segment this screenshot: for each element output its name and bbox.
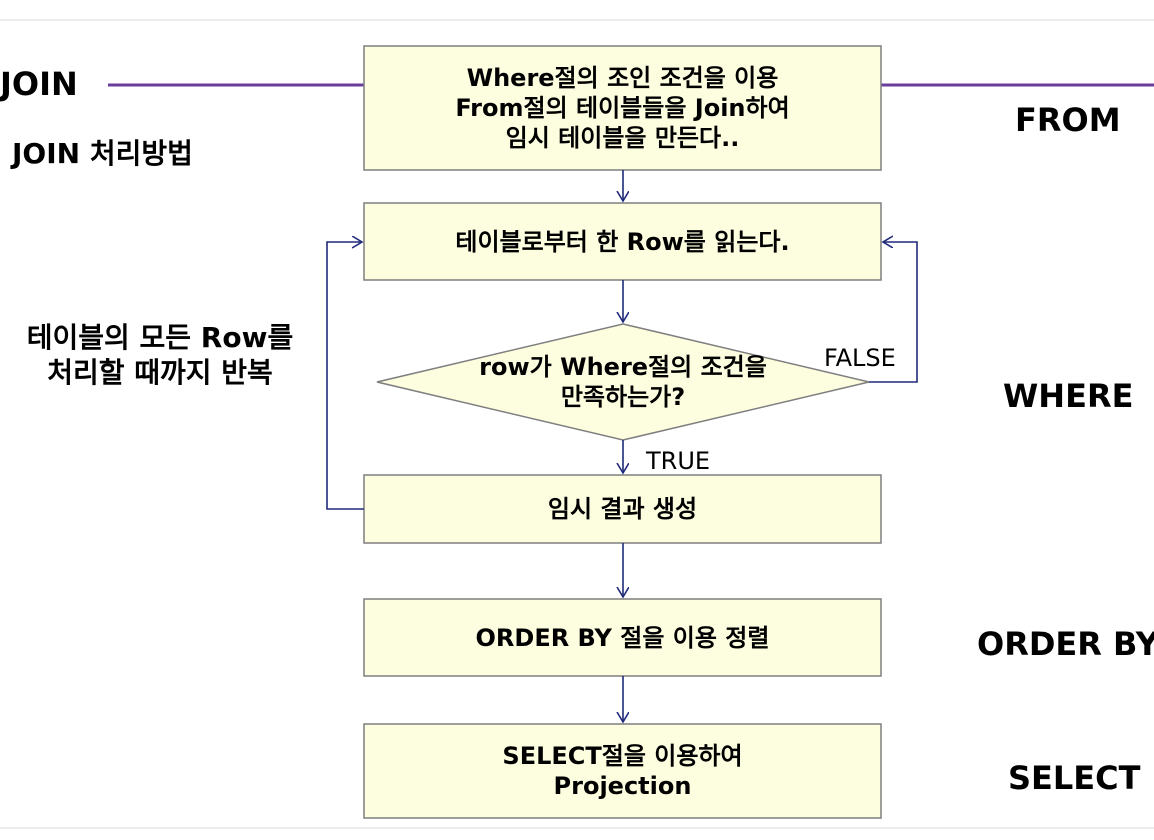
order-by-clause-label: ORDER BY	[977, 625, 1154, 663]
false-label: FALSE	[824, 344, 896, 372]
where-clause-label: WHERE	[1003, 377, 1134, 415]
arrow-false-loop	[869, 242, 918, 383]
join-method-label: JOIN 처리방법	[12, 137, 193, 170]
repeat-label: 테이블의 모든 Row를 처리할 때까지 반복	[26, 321, 294, 389]
select-text: SELECT절을 이용하여 Projection	[502, 742, 743, 800]
order-by-text: ORDER BY 절을 이용 정렬	[475, 623, 770, 652]
order-by-box	[363, 598, 882, 677]
read-row-text: 테이블로부터 한 Row를 읽는다.	[455, 227, 790, 256]
from-clause-label: FROM	[1015, 101, 1121, 139]
true-label: TRUE	[646, 447, 711, 475]
condition-text: row가 Where절의 조건을 만족하는가?	[479, 353, 767, 411]
select-box	[363, 723, 882, 819]
from-join-box	[363, 45, 882, 171]
temp-result-text: 임시 결과 생성	[547, 495, 698, 523]
select-clause-label: SELECT	[1008, 759, 1141, 797]
temp-result-box	[363, 474, 882, 544]
arrow-repeat-loop	[326, 242, 364, 510]
from-join-text: Where절의 조인 조건을 이용 From절의 테이블들을 Join하여 임시…	[455, 64, 790, 152]
join-label: JOIN	[0, 65, 78, 103]
